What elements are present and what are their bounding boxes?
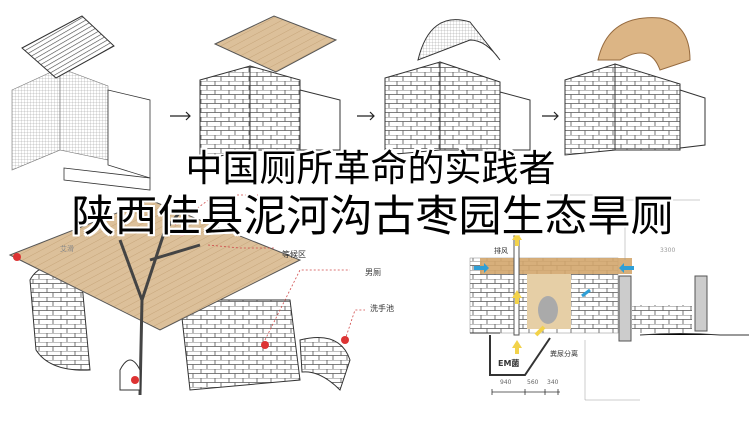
- module-4-wood-vault: [564, 17, 706, 156]
- section-drawing: [469, 194, 749, 401]
- label-waiting-area: 等候区: [282, 250, 306, 259]
- module-2-stone-flat-roof: [199, 15, 341, 161]
- dimension-2: 560: [527, 379, 539, 386]
- pavilion-drawing: [8, 194, 365, 396]
- label-roof: 艾滑: [60, 245, 74, 253]
- dimension-1: 940: [500, 379, 512, 386]
- dimension-3: 340: [547, 379, 559, 386]
- dimension-top: 3300: [660, 247, 676, 254]
- label-urine-separation: 粪尿分离: [550, 350, 578, 358]
- arrow-icon: [170, 111, 191, 121]
- module-1-grid-frame: [11, 15, 151, 191]
- label-em-bacteria: EM菌: [498, 359, 520, 368]
- title-line-2: 陕西佳县泥河沟古枣园生态旱厕: [71, 192, 674, 242]
- arrow-icon: [357, 111, 375, 121]
- arrow-icon: [542, 111, 559, 121]
- title-line-1: 中国厕所革命的实践者: [185, 147, 556, 190]
- label-wash-basin: 洗手池: [370, 304, 394, 313]
- module-3-stone-vault: [384, 19, 531, 156]
- label-exhaust: 排风: [494, 247, 508, 255]
- label-male-toilet: 男厕: [365, 268, 381, 277]
